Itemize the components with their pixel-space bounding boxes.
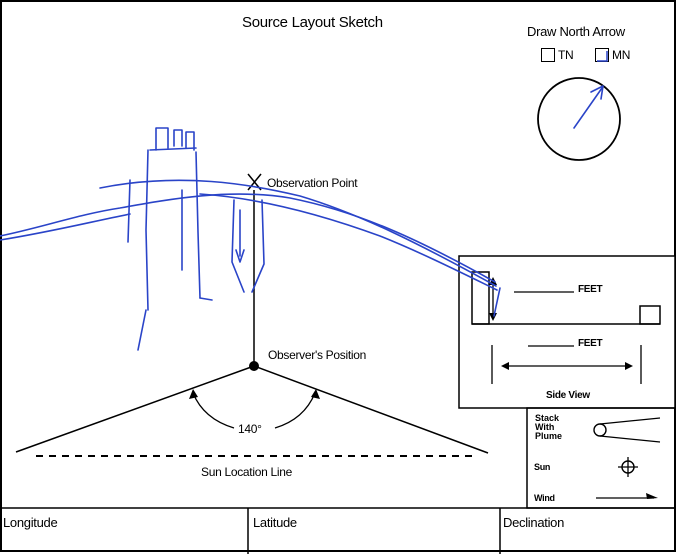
side-view-width-arrowhead-left (501, 362, 509, 370)
sketch-tower-3 (185, 131, 195, 151)
sketch-north-arrow (573, 87, 603, 129)
tn-checkbox[interactable] (541, 48, 555, 62)
side-view-feet-label-top: FEET (578, 284, 603, 295)
side-view-label: Side View (546, 390, 590, 401)
angle-arrow-left (189, 389, 198, 399)
tn-label: TN (558, 48, 574, 62)
observers-position-label: Observer's Position (268, 348, 366, 362)
mn-check-mark-icon (597, 51, 608, 62)
angle-arrow-right (311, 389, 320, 399)
page-title: Source Layout Sketch (242, 14, 383, 31)
legend-box (526, 407, 676, 509)
side-view-feet-label-bottom: FEET (578, 338, 603, 349)
sketch-plume-1 (99, 179, 497, 287)
sketch-horizon-1 (0, 193, 496, 283)
mn-checkbox[interactable] (595, 48, 609, 62)
side-view-width-arrowhead-right (625, 362, 633, 370)
longitude-field-label: Longitude (3, 515, 58, 530)
sketch-horizon-2 (0, 213, 131, 241)
plume-symbol-lines (599, 417, 661, 443)
declination-field[interactable] (502, 509, 674, 551)
observation-point-label: Observation Point (267, 176, 358, 190)
longitude-field[interactable] (2, 509, 246, 551)
legend-wind-label: Wind (534, 493, 555, 503)
sketch-stack-left (231, 199, 245, 293)
angle-label: 140° (238, 422, 262, 436)
mn-label: MN (612, 48, 631, 62)
wedge-right (253, 365, 489, 454)
north-arrow-circle (537, 77, 621, 161)
wind-arrowhead (646, 493, 658, 499)
sketch-tower-2 (173, 129, 183, 147)
latitude-field-label: Latitude (253, 515, 297, 530)
sketch-plume-3 (493, 287, 501, 317)
sketch-stack-arrow (235, 249, 245, 263)
observation-x-2 (247, 173, 262, 191)
legend-stack-with-plume-label: Stack With Plume (535, 413, 563, 441)
sketch-stack-right (251, 199, 265, 293)
wedge-left (15, 365, 255, 453)
legend-sun-label: Sun (534, 462, 551, 472)
sketch-building-inner-2 (127, 179, 131, 243)
sketch-north-arrowhead (590, 85, 604, 100)
sketch-building-left (145, 149, 149, 311)
declination-field-label: Declination (503, 515, 565, 530)
sketch-building-foot-2 (199, 297, 213, 301)
latitude-field[interactable] (250, 509, 498, 551)
north-arrow-heading: Draw North Arrow (527, 24, 625, 39)
side-view-small-box (639, 305, 661, 325)
sketch-plume-2 (199, 193, 498, 291)
sketch-building-top (149, 147, 197, 151)
sketch-building-foot (137, 309, 147, 351)
sun-location-line-label: Sun Location Line (201, 465, 292, 479)
sketch-building-right (195, 151, 201, 299)
sketch-tower-1 (155, 127, 169, 151)
